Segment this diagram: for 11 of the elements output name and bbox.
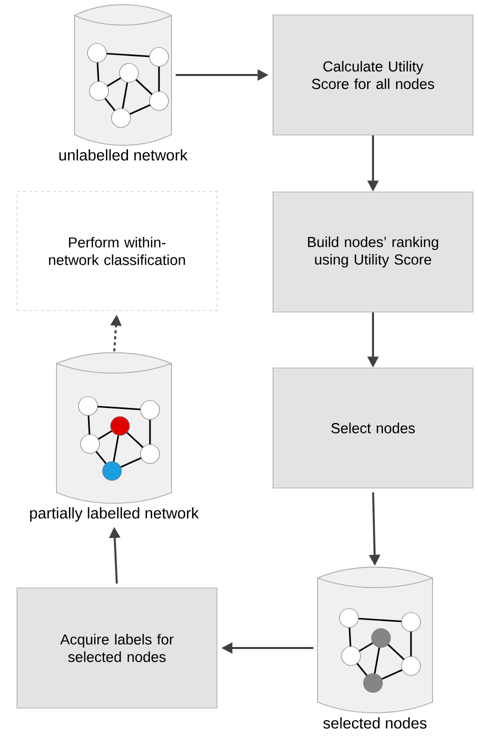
node-caption: unlabelled network [59, 149, 188, 161]
process-box: Calculate Utility Score for all nodes [272, 14, 474, 136]
dashed-process-box: Perform within-network classification [16, 191, 218, 311]
process-box: Select nodes [272, 368, 474, 488]
node-caption: partially labelled network [30, 507, 199, 522]
process-box: Acquire labels for selected nodes [16, 588, 218, 708]
cylinder-drawing [56, 352, 172, 504]
cylinder-drawing [74, 4, 172, 146]
cylinder-drawing [317, 566, 433, 714]
process-box: Build nodes’ ranking using Utility Score [272, 192, 474, 312]
node-caption: selected nodes [323, 717, 427, 729]
